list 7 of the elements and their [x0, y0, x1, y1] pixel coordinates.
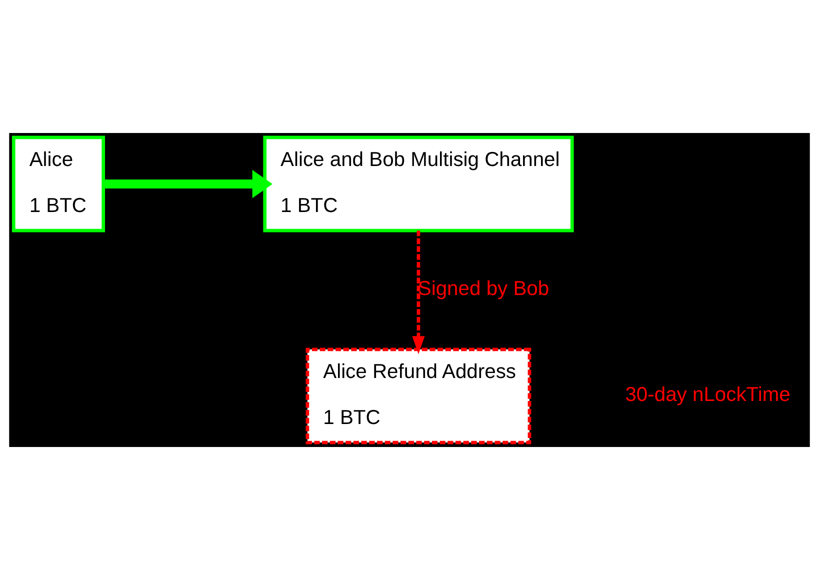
arrow	[412, 230, 425, 354]
node-box: Alice Refund Address 1 BTC	[306, 348, 532, 444]
edge-label: Signed by Bob	[418, 278, 550, 300]
node-box: Alice and Bob Multisig Channel 1 BTC	[263, 136, 574, 232]
arrow	[103, 170, 272, 198]
node-box: Alice 1 BTC	[12, 136, 106, 232]
label: 30-day nLockTime	[625, 384, 790, 406]
